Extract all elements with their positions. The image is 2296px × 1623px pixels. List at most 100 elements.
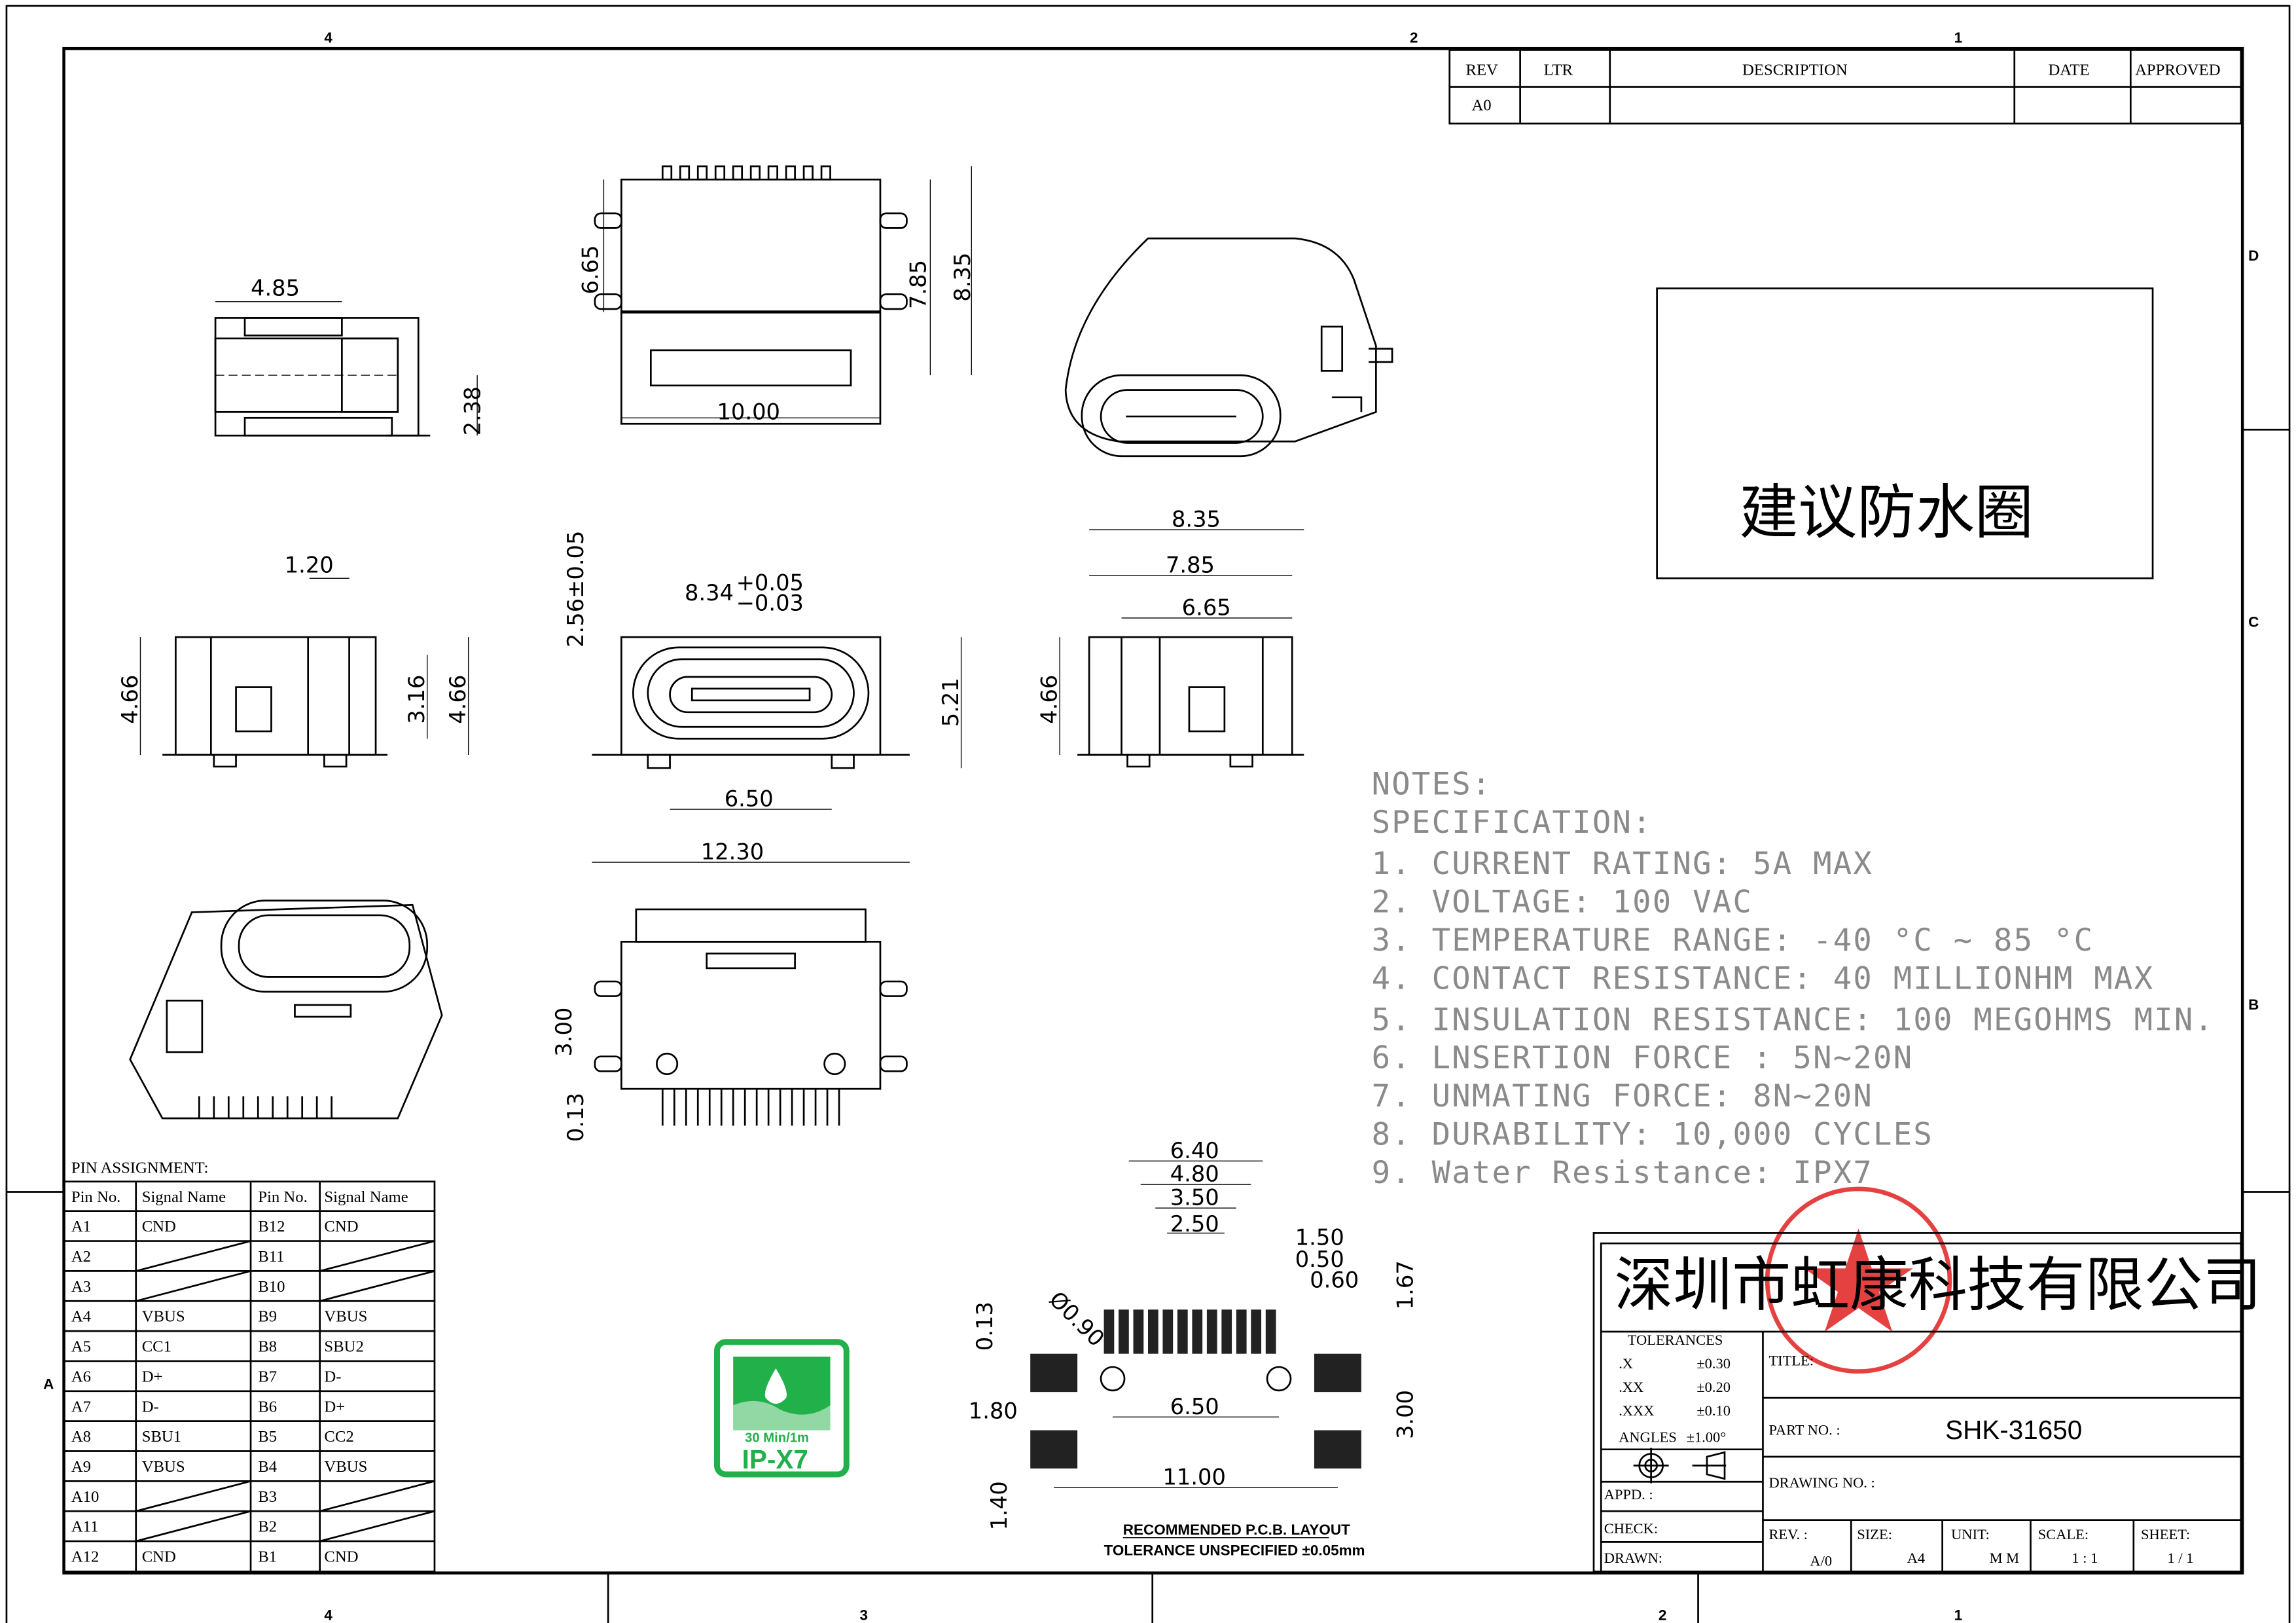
dim-label: Ø0.90 bbox=[1045, 1286, 1109, 1351]
sheet-value: 1 / 1 bbox=[2168, 1550, 2194, 1566]
ip-x7-badge: 30 Min/1m IP-X7 bbox=[713, 1339, 850, 1478]
note-item: 9. Water Resistance: IPX7 bbox=[1372, 1155, 1873, 1191]
dim-label: 8.35 bbox=[950, 253, 975, 302]
dim-label: 7.85 bbox=[1166, 552, 1215, 577]
ip-badge-sub: 30 Min/1m bbox=[745, 1431, 809, 1446]
company-stamp bbox=[1765, 1186, 1952, 1374]
scale-label: SCALE: bbox=[2038, 1526, 2089, 1542]
pin-number: A11 bbox=[71, 1518, 99, 1536]
pin-number: B11 bbox=[258, 1248, 284, 1266]
pcb-caption: RECOMMENDED P.C.B. LAYOUT bbox=[1123, 1522, 1350, 1538]
pin-number: B10 bbox=[258, 1278, 285, 1296]
signal-name: VBUS bbox=[324, 1458, 367, 1476]
zone-label: D bbox=[2248, 247, 2259, 264]
outer-border bbox=[5, 5, 2291, 1623]
suggestion-text: 建议防水圈 bbox=[1739, 479, 2033, 547]
zone-label: 4 bbox=[324, 1607, 332, 1623]
tolerance-value: ±0.10 bbox=[1696, 1402, 1731, 1419]
dim-label: 8.35 bbox=[1172, 507, 1221, 532]
dim-label: 4.66 bbox=[445, 675, 471, 724]
note-item: 6. LNSERTION FORCE : 5N~20N bbox=[1372, 1040, 1914, 1076]
tolerance-value: ±0.20 bbox=[1696, 1379, 1731, 1395]
tolerance-label: .XX bbox=[1619, 1379, 1643, 1395]
signal-name: CND bbox=[142, 1218, 176, 1235]
pin-number: B9 bbox=[258, 1308, 277, 1326]
pcb-tolerance: TOLERANCE UNSPECIFIED ±0.05mm bbox=[1104, 1542, 1365, 1559]
dim-label: 6.40 bbox=[1170, 1138, 1219, 1163]
suggestion-box bbox=[1656, 287, 2154, 579]
zone-label: B bbox=[2248, 996, 2259, 1013]
drawn-label: DRAWN: bbox=[1604, 1550, 1662, 1566]
side-section-view: 4.85 2.38 bbox=[214, 276, 486, 437]
left-view: 1.20 4.66 3.16 4.66 bbox=[117, 552, 471, 768]
zone-markers: 4 2 1 4 3 2 1 D C B A bbox=[6, 29, 2290, 1623]
tolerance-label: ANGLES bbox=[1619, 1429, 1677, 1446]
note-item: 1. CURRENT RATING: 5A MAX bbox=[1372, 846, 1873, 882]
top-view: 10.00 6.65 7.85 8.35 bbox=[577, 165, 975, 425]
pin-number: A4 bbox=[71, 1308, 91, 1326]
empty-cell-slash bbox=[135, 1480, 251, 1512]
dim-label: 6.65 bbox=[1182, 594, 1231, 620]
pin-number: B7 bbox=[258, 1368, 277, 1385]
pin-number: A10 bbox=[71, 1488, 99, 1506]
pin-number: A2 bbox=[71, 1248, 91, 1266]
dim-label: 3.50 bbox=[1170, 1185, 1219, 1211]
pin-number: B1 bbox=[258, 1548, 277, 1566]
pin-number: A3 bbox=[71, 1278, 91, 1296]
signal-name: CC2 bbox=[324, 1428, 353, 1446]
pin-header: Pin No. bbox=[71, 1188, 121, 1206]
signal-name: D- bbox=[324, 1368, 341, 1385]
tolerance-label: .XXX bbox=[1619, 1402, 1654, 1419]
zone-label: 3 bbox=[859, 1607, 868, 1623]
date-header: DATE bbox=[2048, 62, 2089, 79]
tolerance-value: ±0.30 bbox=[1696, 1355, 1731, 1372]
dim-tolerance: +0.05 bbox=[736, 570, 804, 595]
dim-label: 6.50 bbox=[1170, 1394, 1219, 1419]
signal-name: D+ bbox=[142, 1368, 163, 1385]
empty-cell-slash bbox=[319, 1480, 435, 1512]
size-value: A4 bbox=[1907, 1550, 1925, 1566]
pin-number: A1 bbox=[71, 1218, 91, 1235]
pin-header: Signal Name bbox=[142, 1188, 226, 1206]
pcb-layout: 6.40 4.80 3.50 2.50 1.50 0.50 0.60 1.67 … bbox=[969, 1138, 1418, 1559]
empty-cell-slash bbox=[135, 1240, 251, 1272]
dim-label: 8.34 bbox=[685, 580, 734, 606]
rev-label: REV. : bbox=[1768, 1526, 1808, 1542]
bottom-view: 3.00 0.13 bbox=[551, 908, 908, 1142]
signal-name: VBUS bbox=[324, 1308, 367, 1326]
note-item: 5. INSULATION RESISTANCE: 100 MEGOHMS MI… bbox=[1372, 1002, 2215, 1038]
note-item: 2. VOLTAGE: 100 VAC bbox=[1372, 884, 1753, 920]
dim-label: 1.20 bbox=[285, 552, 334, 577]
pin-table-title: PIN ASSIGNMENT: bbox=[71, 1159, 209, 1176]
pin-number: B6 bbox=[258, 1398, 277, 1415]
signal-name: CC1 bbox=[142, 1338, 171, 1356]
pin-number: B5 bbox=[258, 1428, 277, 1446]
zone-label: 2 bbox=[1659, 1607, 1667, 1623]
dim-label: 2.50 bbox=[1170, 1211, 1219, 1237]
unit-value: M M bbox=[1990, 1550, 2020, 1566]
empty-cell-slash bbox=[319, 1510, 435, 1542]
note-item: 3. TEMPERATURE RANGE: -40 °C ~ 85 °C bbox=[1372, 922, 2094, 958]
empty-cell-slash bbox=[319, 1240, 435, 1272]
signal-name: D- bbox=[142, 1398, 159, 1415]
pin-number: B8 bbox=[258, 1338, 277, 1356]
signal-name: SBU2 bbox=[324, 1338, 363, 1356]
dim-label: 6.50 bbox=[725, 786, 774, 812]
dim-label: 3.16 bbox=[404, 675, 429, 724]
approved-header: APPROVED bbox=[2135, 62, 2221, 79]
company-name: 深圳市虹康科技有限公司 bbox=[1614, 1252, 2261, 1320]
tolerances-title: TOLERANCES bbox=[1628, 1332, 1723, 1348]
pin-header: Signal Name bbox=[324, 1188, 408, 1206]
signal-name: D+ bbox=[324, 1398, 345, 1415]
zone-label: A bbox=[43, 1376, 54, 1393]
sheet-label: SHEET: bbox=[2141, 1526, 2190, 1542]
dim-label: 1.50 bbox=[1295, 1224, 1344, 1250]
drawing-no-label: DRAWING NO. : bbox=[1768, 1474, 1874, 1491]
rev-value: A0 bbox=[1471, 97, 1491, 115]
dim-label: 0.60 bbox=[1310, 1267, 1359, 1293]
pin-number: B3 bbox=[258, 1488, 277, 1506]
zone-label: 4 bbox=[324, 29, 332, 46]
dim-label: 1.80 bbox=[969, 1398, 1018, 1424]
front-view: 2.56±0.05 8.34 +0.05 −0.03 5.21 6.50 12.… bbox=[563, 531, 963, 865]
